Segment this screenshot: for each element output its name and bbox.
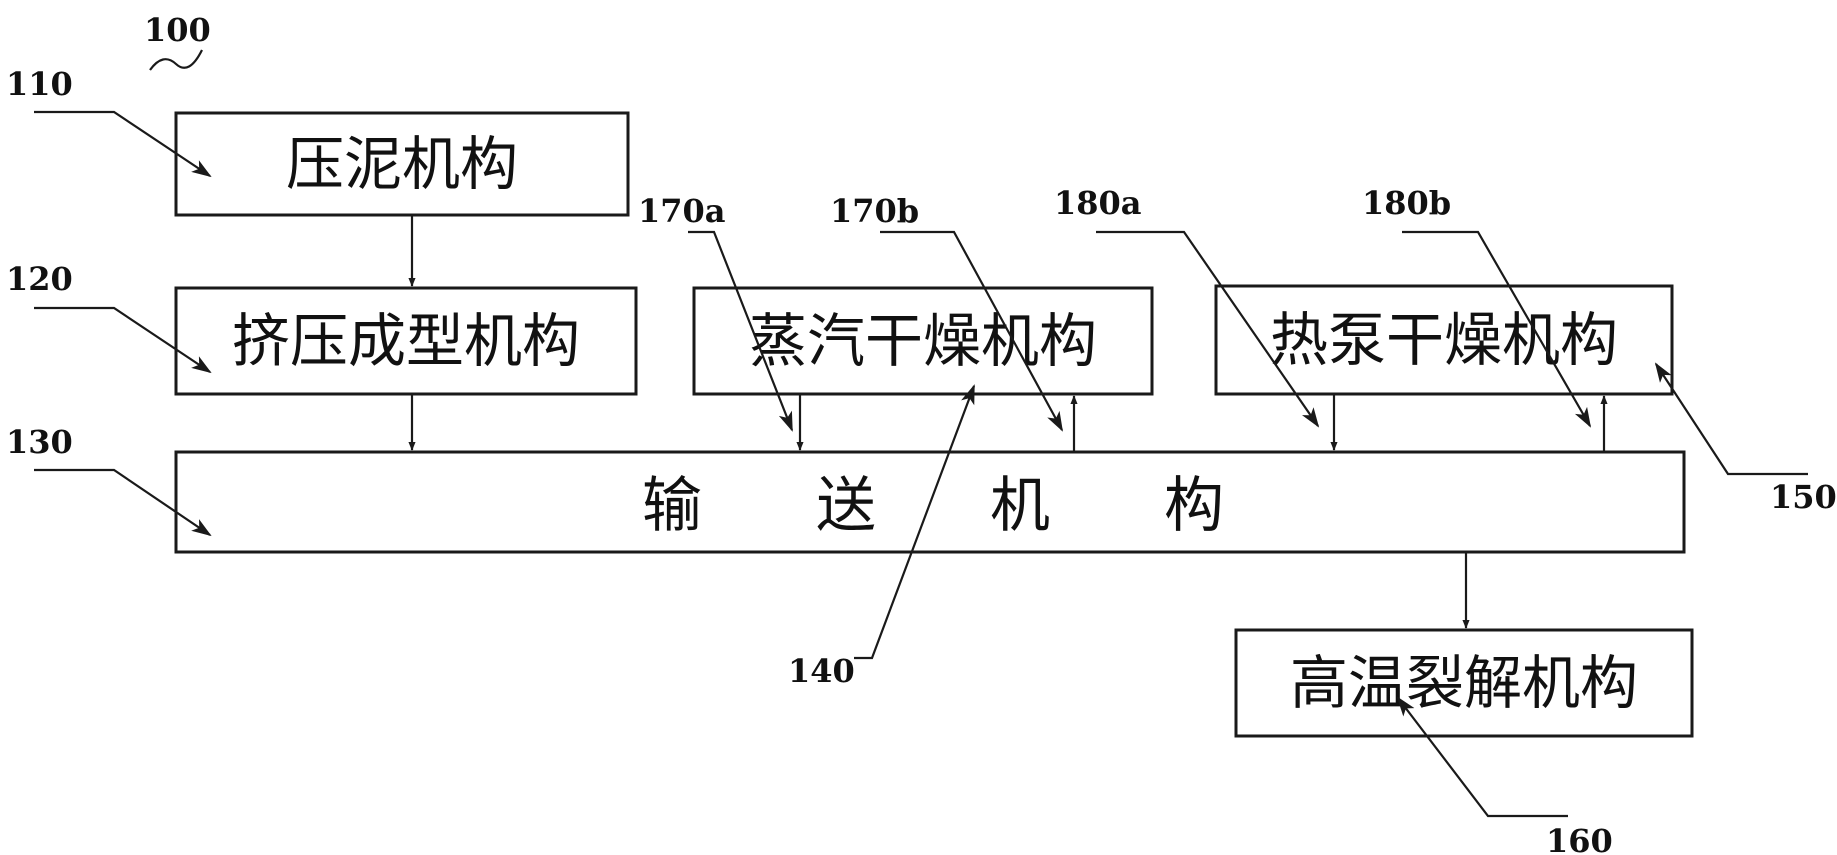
conveyor-char-4: 构 (1164, 471, 1224, 541)
pyrolysis-mechanism-box: 高温裂解机构 (1234, 628, 1694, 738)
heat-pump-drying-mechanism-label: 热泵干燥机构 (1270, 306, 1618, 374)
conveyor-char-2: 送 (816, 471, 876, 541)
leader-line-170a (688, 230, 794, 432)
conveyor-char-1: 输 (642, 471, 702, 541)
extrusion-mechanism-box: 挤压成型机构 (174, 286, 638, 396)
ref-label-160: 160 (1546, 822, 1613, 855)
ref-label-110: 110 (6, 65, 73, 103)
ref-label-180b: 180b (1362, 184, 1451, 222)
figure-label: 100 (144, 11, 211, 49)
ref-label-170a: 170a (638, 192, 726, 230)
leader-line-160 (1396, 696, 1568, 818)
pressing-mechanism-box: 压泥机构 (174, 111, 630, 217)
ref-label-130: 130 (6, 423, 73, 461)
ref-label-150: 150 (1770, 478, 1837, 516)
steam-drying-mechanism-label: 蒸汽干燥机构 (749, 307, 1097, 375)
pyrolysis-mechanism-label: 高温裂解机构 (1290, 649, 1638, 717)
leader-line-180a (1096, 230, 1320, 428)
ref-label-120: 120 (6, 260, 73, 298)
figure-label-tilde (149, 49, 203, 71)
leader-line-120 (34, 306, 212, 374)
ref-label-170b: 170b (830, 192, 919, 230)
ref-label-180a: 180a (1054, 184, 1142, 222)
conveyor-char-3: 机 (990, 471, 1050, 541)
steam-drying-mechanism-box: 蒸汽干燥机构 (692, 286, 1154, 396)
leader-line-130 (34, 468, 212, 537)
heat-pump-drying-mechanism-box: 热泵干燥机构 (1214, 284, 1674, 396)
extrusion-mechanism-label: 挤压成型机构 (232, 307, 580, 375)
leader-line-140 (854, 384, 976, 660)
leader-line-150 (1654, 362, 1808, 476)
pressing-mechanism-label: 压泥机构 (286, 130, 518, 198)
leader-line-110 (34, 110, 212, 178)
leader-line-170b (880, 230, 1063, 432)
leader-line-180b (1402, 230, 1591, 428)
ref-label-140: 140 (788, 652, 855, 690)
